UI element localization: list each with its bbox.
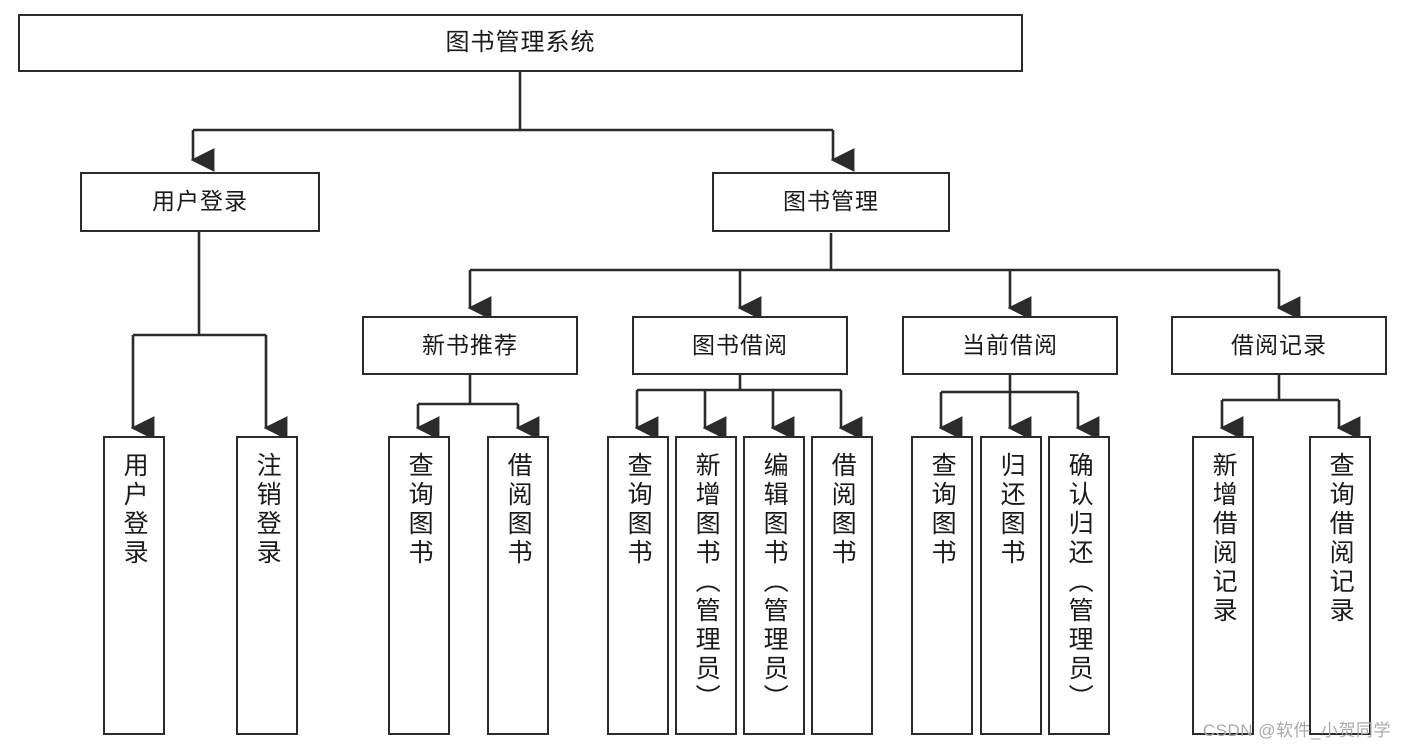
node-label: 新增借阅记录 (1209, 452, 1238, 626)
leaf-query-book-1[interactable]: 查询图书 (388, 436, 450, 735)
node-new-book-rec[interactable]: 新书推荐 (362, 316, 578, 375)
csdn-watermark: CSDN @软件_小贺同学 (1202, 721, 1391, 740)
node-book-borrow[interactable]: 图书借阅 (632, 316, 848, 375)
node-label: 图书管理 (783, 188, 879, 215)
node-label: 注销登录 (253, 452, 282, 568)
node-label: 查询图书 (405, 452, 434, 568)
leaf-query-book-2[interactable]: 查询图书 (607, 436, 669, 735)
leaf-borrow-book-1[interactable]: 借阅图书 (487, 436, 549, 735)
node-label: 查询图书 (624, 452, 653, 568)
node-borrow-record[interactable]: 借阅记录 (1171, 316, 1387, 375)
node-label: 查询借阅记录 (1326, 452, 1355, 626)
node-label: 新增图书（管理员） (692, 452, 721, 713)
node-label: 借阅记录 (1231, 331, 1327, 358)
node-root-system[interactable]: 图书管理系统 (18, 14, 1023, 72)
node-label: 编辑图书（管理员） (760, 452, 789, 713)
node-label: 新书推荐 (422, 331, 518, 358)
leaf-return-book[interactable]: 归还图书 (980, 436, 1042, 735)
leaf-add-book[interactable]: 新增图书（管理员） (675, 436, 737, 735)
leaf-confirm-return[interactable]: 确认归还（管理员） (1048, 436, 1110, 735)
leaf-edit-book[interactable]: 编辑图书（管理员） (743, 436, 805, 735)
leaf-user-login[interactable]: 用户登录 (103, 436, 165, 735)
node-label: 归还图书 (997, 452, 1026, 568)
node-current-borrow[interactable]: 当前借阅 (902, 316, 1118, 375)
node-label: 图书借阅 (692, 331, 788, 358)
leaf-add-record[interactable]: 新增借阅记录 (1192, 436, 1254, 735)
node-label: 借阅图书 (828, 452, 857, 568)
leaf-borrow-book-2[interactable]: 借阅图书 (811, 436, 873, 735)
node-label: 确认归还（管理员） (1065, 452, 1094, 713)
node-label: 图书管理系统 (445, 28, 596, 56)
leaf-query-record[interactable]: 查询借阅记录 (1309, 436, 1371, 735)
node-label: 当前借阅 (962, 331, 1058, 358)
node-label: 查询图书 (928, 452, 957, 568)
leaf-query-book-3[interactable]: 查询图书 (911, 436, 973, 735)
node-user-login[interactable]: 用户登录 (80, 172, 320, 232)
node-label: 借阅图书 (504, 452, 533, 568)
node-label: 用户登录 (152, 188, 248, 215)
node-book-manage[interactable]: 图书管理 (712, 172, 950, 232)
node-label: 用户登录 (120, 452, 149, 568)
leaf-user-logout[interactable]: 注销登录 (236, 436, 298, 735)
